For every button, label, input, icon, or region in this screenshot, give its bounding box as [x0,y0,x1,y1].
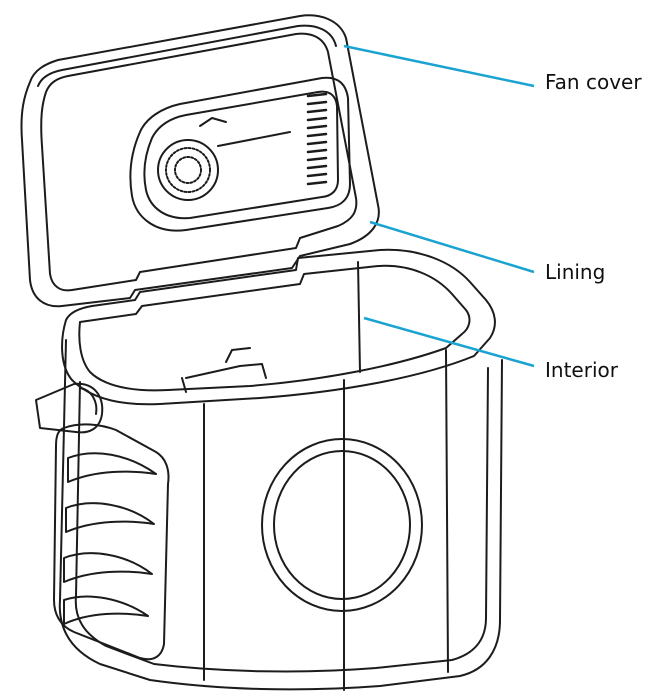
lid-rim-line [37,24,337,87]
fan-grille [157,139,219,201]
lining-label: Lining [545,260,606,284]
vent-slats [306,92,328,186]
lining-leader [369,220,535,274]
lid-inner [40,32,358,292]
lid-outer [20,14,380,308]
fan-cover-label: Fan cover [545,70,642,94]
grip-ridge-2 [65,502,155,533]
body-front-inner [74,367,489,673]
fan-cover-inner [143,90,339,220]
basket-handle-inside [181,347,267,393]
fan-cover-leader [343,44,535,88]
body [35,248,503,691]
fan-cover [129,76,351,232]
body-top-rim [61,248,496,406]
lid [20,14,380,308]
fan-grille-core [174,156,202,184]
grip-ridge-3 [63,552,153,583]
grip-ridge-1 [67,452,157,483]
window-inner [273,450,411,600]
fan-grille-inner [165,147,211,193]
fan-cover-slot [217,131,291,147]
grip-ridge-4 [63,595,149,625]
body-inner-rim [78,264,471,392]
leader-lines [343,44,535,368]
interior-leader [363,316,535,368]
fan-cover-tab [199,117,227,127]
handle-detail [79,387,98,415]
interior-label: Interior [545,358,618,382]
window-outer [261,438,423,612]
body-front [58,339,503,691]
handle [35,382,104,434]
basket-grip-plate [53,423,170,661]
interior-seam [357,261,361,373]
body-seam-right [445,349,449,673]
